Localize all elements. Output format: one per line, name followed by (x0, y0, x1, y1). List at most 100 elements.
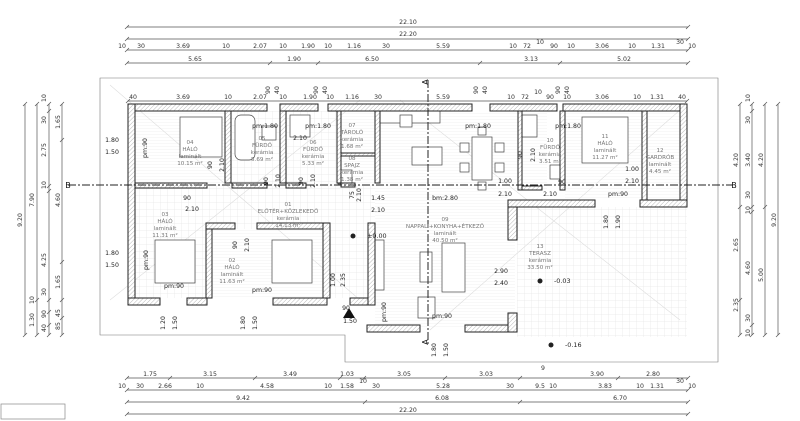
opening-label: 2.10 (371, 207, 385, 214)
dimension-value: 30 (506, 383, 514, 390)
room-floor: kerámia (341, 169, 364, 176)
dimension-value: 5.02 (617, 56, 631, 63)
room-floor: laminált (154, 225, 178, 232)
level-marker-icon (548, 342, 554, 348)
wall (272, 297, 328, 306)
room-number: 07 (348, 123, 356, 129)
dimension-value: 90 (555, 86, 562, 94)
dimension-value: 40 (274, 86, 281, 94)
wall (507, 199, 596, 208)
dimension-tick (59, 332, 65, 338)
dimension-value: 4.60 (745, 261, 752, 275)
opening-label: 2.10 (293, 135, 307, 142)
room-area: 1.68 m² (341, 143, 363, 150)
dimension-value: 30 (382, 43, 390, 50)
wall (367, 222, 376, 306)
dimension-tick (477, 60, 483, 66)
dimension-tick (167, 375, 173, 381)
room-number: 01 (284, 202, 292, 208)
room-number: 03 (161, 212, 169, 218)
dimension-value: 4.25 (41, 253, 48, 267)
dimension-value: 30 (372, 383, 380, 390)
opening-label: 2.10 (275, 174, 282, 188)
dimension-value: 40 (322, 86, 329, 94)
dimension-tick (749, 108, 755, 114)
wall (279, 110, 287, 184)
section-marker-b-left: B (65, 181, 71, 190)
dimension-tick (124, 60, 130, 66)
dimension-value: 45 (55, 309, 62, 317)
dimension-tick (737, 297, 743, 303)
dimension-tick (749, 322, 755, 328)
room-name: HÁLÓ (224, 264, 240, 271)
opening-label: pm:1.80 (555, 123, 581, 130)
opening-label: 90 (298, 177, 305, 185)
level-marker-icon (537, 278, 543, 284)
dimension-value: 30 (136, 383, 144, 390)
bed (154, 239, 196, 284)
opening-label: 1.50 (443, 343, 450, 357)
dimension-value: 3.06 (595, 94, 609, 101)
dimension-value: 90 (41, 310, 48, 318)
dimension-tick (124, 399, 130, 405)
opening-label: 90 (183, 195, 191, 202)
dimension-tick (34, 297, 40, 303)
opening-label: 2.10 (310, 174, 317, 188)
dimension-value: 10 (118, 43, 126, 50)
wall (279, 103, 319, 112)
dimension-value: 5.59 (436, 43, 450, 50)
dimension-value: 1.16 (347, 43, 361, 50)
level-value: -0.16 (565, 341, 582, 349)
room-name: FÜRDŐ (252, 142, 273, 149)
dimension-tick (749, 101, 755, 107)
wall (327, 103, 473, 112)
chair (477, 126, 487, 136)
dimension-value: 3.69 (176, 43, 190, 50)
dimension-tick (59, 137, 65, 143)
dimension-value: 9.42 (236, 395, 250, 402)
opening-label: 90 (517, 151, 524, 159)
dimension-value: 10 (507, 94, 515, 101)
dimension-value: 1.31 (650, 383, 664, 390)
dimension-value: 2.66 (158, 383, 172, 390)
dimension-value: 10 (628, 43, 636, 50)
dimension-tick (124, 387, 130, 393)
room-area: 11.27 m² (592, 154, 617, 161)
dimension-value: 3.13 (524, 56, 538, 63)
dimension-value: 10 (326, 94, 334, 101)
room-number: 06 (309, 140, 317, 146)
dimension-value: 1.16 (345, 94, 359, 101)
wall (205, 222, 236, 230)
dimension-value: 3.05 (397, 371, 411, 378)
opening-label: 2.10 (356, 188, 363, 202)
room-name: TERASZ (528, 251, 551, 257)
dimension-value: 72 (521, 94, 529, 101)
dimension-value: 1.90 (287, 56, 301, 63)
dimension-value: 9 (541, 365, 545, 372)
dimension-value: 40 (129, 94, 137, 101)
wall (366, 324, 421, 333)
dimension-value: 6.70 (613, 395, 627, 402)
coffee-table (419, 251, 433, 283)
room-area: 33.50 m² (527, 264, 552, 271)
dimension-value: 10 (359, 378, 367, 385)
dimension-value: 4.20 (733, 153, 740, 167)
opening-label: 1.45 (371, 195, 385, 202)
opening-label: 2.10 (244, 238, 251, 252)
dimension-value: 1.65 (55, 275, 62, 289)
opening-label: pm:1.80 (252, 123, 278, 130)
dimension-tick (315, 60, 321, 66)
dimension-tick (22, 101, 28, 107)
opening-label: pm:90 (608, 191, 628, 198)
dimension-value: 30 (676, 39, 684, 46)
dimension-value: 3.49 (283, 371, 297, 378)
wall (127, 103, 268, 112)
wall (205, 222, 213, 299)
dimension-value: 2.75 (41, 143, 48, 157)
level-marker-icon (350, 233, 356, 239)
dimension-tick (775, 101, 781, 107)
dimension-value: 10 (224, 94, 232, 101)
dimension-value: 5.00 (758, 268, 765, 282)
dimension-tick (59, 259, 65, 265)
